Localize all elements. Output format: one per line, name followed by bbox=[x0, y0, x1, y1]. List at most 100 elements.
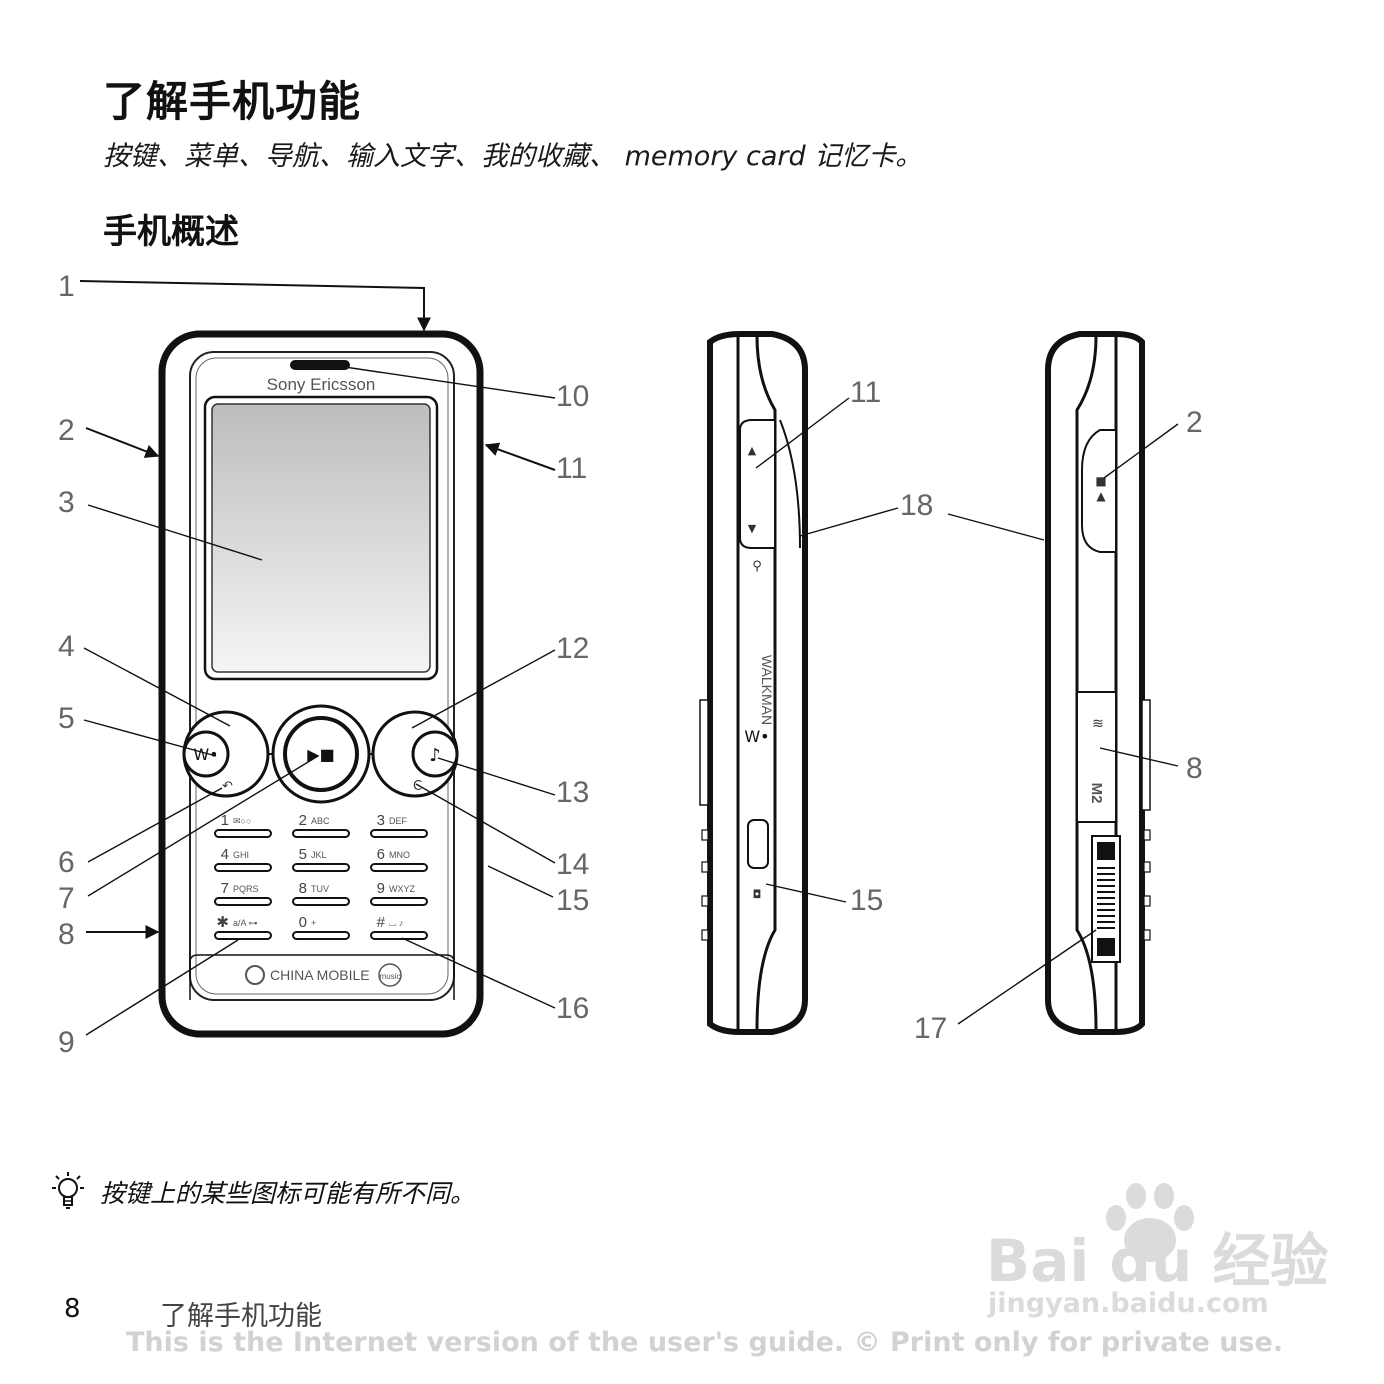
callout-8-side: 8 bbox=[1186, 752, 1203, 785]
key-bar bbox=[214, 931, 272, 940]
callout-13: 13 bbox=[556, 776, 589, 809]
phone-screen bbox=[211, 403, 431, 673]
carrier-label: CHINA MOBILE bbox=[270, 967, 370, 983]
volume-up-icon: ▲ bbox=[748, 444, 757, 457]
callout-18: 18 bbox=[900, 489, 933, 522]
key-letters: ⌴ ♪ bbox=[389, 918, 403, 928]
callout-10: 10 bbox=[556, 380, 589, 413]
key-letters: PQRS bbox=[233, 884, 259, 894]
walkman-button bbox=[182, 730, 230, 778]
key-bar bbox=[370, 931, 428, 940]
clear-key-label: C bbox=[413, 779, 422, 794]
keypad-key-12: #⌴ ♪ bbox=[370, 914, 428, 940]
section-heading: 手机概述 bbox=[103, 212, 239, 252]
footer-chapter-title: 了解手机功能 bbox=[160, 1301, 322, 1332]
key-letters: TUV bbox=[311, 884, 329, 894]
tip-note: 按键上的某些图标可能有所不同。 bbox=[46, 1170, 475, 1214]
key-number: 1 bbox=[221, 812, 229, 829]
key-bar bbox=[370, 829, 428, 838]
key-letters: a/A ⊶ bbox=[233, 918, 258, 928]
page-subtitle: 按键、菜单、导航、输入文字、我的收藏、 memory card 记忆卡。 bbox=[103, 141, 923, 172]
key-bar bbox=[370, 863, 428, 872]
key-bar bbox=[370, 897, 428, 906]
callout-17: 17 bbox=[914, 1012, 947, 1045]
key-letters: GHI bbox=[233, 850, 249, 860]
paw-icon bbox=[1106, 1183, 1194, 1262]
callout-15-front: 15 bbox=[556, 884, 589, 917]
music-button bbox=[411, 730, 459, 778]
key-letters: JKL bbox=[311, 850, 327, 860]
callout-1: 1 bbox=[58, 270, 75, 303]
phone-side-right: ■ ▲ ≋ M2 bbox=[1045, 331, 1151, 1035]
memory-card-slot bbox=[1076, 691, 1117, 823]
back-icon: ↶ bbox=[222, 779, 233, 794]
key-bar bbox=[292, 863, 350, 872]
callout-5: 5 bbox=[58, 702, 75, 735]
keypad-key-11: 0+ bbox=[292, 914, 350, 940]
volume-key bbox=[739, 419, 776, 549]
keypad-key-10: ✱a/A ⊶ bbox=[214, 914, 272, 940]
footer-disclaimer: This is the Internet version of the user… bbox=[126, 1327, 1284, 1358]
key-bar bbox=[292, 829, 350, 838]
callout-16: 16 bbox=[556, 992, 589, 1025]
camera-icon: ◘ bbox=[753, 888, 762, 901]
page-number: 8 bbox=[64, 1294, 81, 1324]
key-number: 8 bbox=[299, 880, 307, 897]
music-badge: music bbox=[380, 972, 401, 981]
china-mobile-logo-icon bbox=[245, 965, 265, 985]
callout-2: 2 bbox=[58, 414, 75, 447]
callout-2-side: 2 bbox=[1186, 406, 1203, 439]
baidu-watermark: Bai du 经验 jingyan.baidu.com bbox=[980, 1180, 1328, 1330]
callout-11-front: 11 bbox=[556, 452, 587, 485]
m2-side-label: M2 bbox=[1088, 783, 1105, 804]
keypad-key-4: 4 GHI bbox=[214, 846, 272, 872]
play-pause-icon: ▶■ bbox=[307, 745, 334, 764]
callout-8: 8 bbox=[58, 918, 75, 951]
walkman-icon: W• bbox=[193, 745, 218, 764]
callout-4: 4 bbox=[58, 630, 75, 663]
watermark-url: jingyan.baidu.com bbox=[988, 1288, 1269, 1319]
callout-15-side: 15 bbox=[850, 884, 883, 917]
music-badge-icon bbox=[378, 963, 402, 987]
stop-icon: ■ bbox=[1095, 474, 1106, 488]
leader-lines bbox=[79, 280, 1179, 1036]
callout-9: 9 bbox=[58, 1026, 75, 1059]
callout-labels: 1 2 3 4 5 6 7 8 9 10 11 11 12 13 14 15 1… bbox=[58, 270, 1203, 1059]
key-bar bbox=[214, 897, 272, 906]
earpiece bbox=[290, 360, 350, 370]
camera-key bbox=[747, 819, 769, 869]
key-bar bbox=[214, 829, 272, 838]
keypad-key-1: 1✉○○ bbox=[214, 812, 272, 838]
keypad-key-3: 3 DEF bbox=[370, 812, 428, 838]
play-pause-button bbox=[283, 716, 359, 792]
walkman-logo-icon: W• bbox=[744, 727, 769, 746]
play-key-side bbox=[1081, 429, 1115, 553]
key-number: 2 bbox=[299, 812, 307, 829]
key-letters: + bbox=[311, 918, 316, 928]
volume-down-icon: ▼ bbox=[748, 522, 757, 535]
key-number: 4 bbox=[221, 846, 229, 863]
callout-6: 6 bbox=[58, 846, 75, 879]
phone-side-left: ▲ ▼ ⚲ WALKMAN W• ◘ bbox=[699, 331, 808, 1035]
key-letters: ABC bbox=[311, 816, 330, 826]
key-letters: MNO bbox=[389, 850, 410, 860]
callout-11-side: 11 bbox=[850, 376, 881, 409]
key-number: # bbox=[377, 914, 386, 931]
key-number: 9 bbox=[377, 880, 385, 897]
key-number: 3 bbox=[377, 812, 385, 829]
key-letters: DEF bbox=[389, 816, 408, 826]
keypad-key-8: 8 TUV bbox=[292, 880, 350, 906]
callout-3: 3 bbox=[58, 486, 75, 519]
key-number: 6 bbox=[377, 846, 385, 863]
music-icon: ♪ bbox=[429, 745, 441, 766]
brand-logo: Sony Ericsson bbox=[267, 375, 376, 394]
lightbulb-icon bbox=[52, 1172, 84, 1209]
key-number: 0 bbox=[299, 914, 307, 931]
callout-14: 14 bbox=[556, 848, 589, 881]
key-bar bbox=[214, 863, 272, 872]
